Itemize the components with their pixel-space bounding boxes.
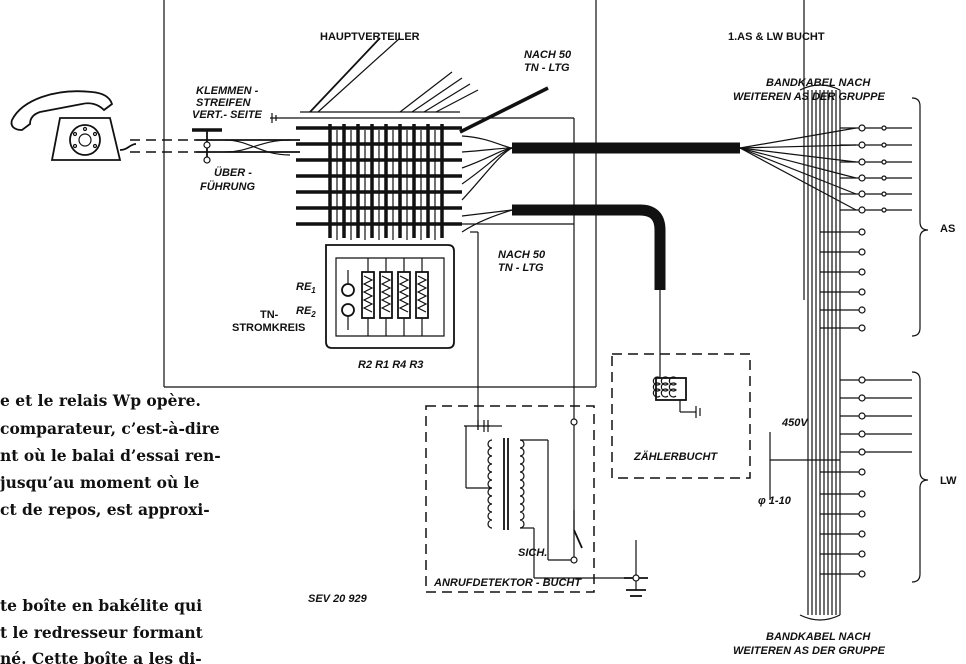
- label-tn-1: TN-: [260, 309, 279, 321]
- label-lw: LW: [940, 475, 957, 487]
- label-resistors: R2 R1 R4 R3: [358, 359, 423, 371]
- jumper-wires: [224, 139, 291, 156]
- label-hauptverteiler: HAUPTVERTEILER: [320, 31, 420, 43]
- body-line-2: comparateur, c’est-à-dire: [0, 419, 220, 438]
- label-sich: SICH.: [518, 547, 547, 559]
- body-line-3: nt où le balai d’essai ren-: [0, 446, 221, 465]
- label-tn-2: STROMKREIS: [232, 322, 305, 334]
- trunk-wires: [462, 117, 575, 560]
- label-klemmen-3: VERT.- SEITE: [192, 109, 263, 121]
- as-bank: [820, 97, 929, 337]
- body-line-1: e et le relais Wp opère.: [0, 391, 201, 410]
- label-re2: RE2: [296, 305, 316, 319]
- body-text: e et le relais Wp opère. comparateur, c’…: [0, 391, 221, 664]
- label-ueber-1: ÜBER -: [214, 166, 252, 179]
- label-450v: 450V: [781, 417, 809, 429]
- body-line-7: t le redresseur formant: [0, 623, 204, 642]
- label-as: AS: [940, 223, 955, 235]
- body-line-5: ct de repos, est approxi-: [0, 500, 210, 519]
- label-nach50-top-1: NACH 50: [524, 49, 572, 61]
- distribution-frame: [270, 37, 549, 240]
- meter-bay: [611, 290, 751, 479]
- body-line-6: te boîte en bakélite qui: [0, 596, 202, 615]
- label-bandkabel-top-1: BANDKABEL NACH: [766, 77, 871, 89]
- as-lw-bay: [799, 0, 841, 621]
- label-klemmen-2: STREIFEN: [196, 97, 251, 109]
- body-line-4: jusqu’au moment où le: [0, 473, 200, 492]
- main-distribution-frame-boundary: [163, 0, 597, 388]
- label-nach50-mid-2: TN - LTG: [498, 262, 544, 274]
- label-zaehlerbucht: ZÄHLERBUCHT: [633, 450, 718, 463]
- telephone-icon: [10, 90, 137, 161]
- body-line-8: né. Cette boîte a les di-: [0, 649, 202, 664]
- terminal-strip: [192, 128, 300, 164]
- label-nach50-mid-1: NACH 50: [498, 249, 546, 261]
- cable-to-meter-bay: [512, 204, 666, 290]
- as-fan-wires: [739, 127, 857, 211]
- label-re1: RE1: [296, 281, 316, 295]
- label-phi: φ 1-10: [758, 495, 792, 507]
- call-detector-bay: [425, 405, 636, 593]
- subscriber-line: [130, 139, 196, 153]
- label-bandkabel-top-2: WEITEREN AS DER GRUPPE: [733, 91, 885, 103]
- label-sev: SEV 20 929: [308, 593, 368, 605]
- label-ueber-2: FÜHRUNG: [200, 180, 255, 193]
- label-nach50-top-2: TN - LTG: [524, 62, 570, 74]
- ground-symbol: [624, 540, 648, 597]
- label-bandkabel-bottom-1: BANDKABEL NACH: [766, 631, 871, 643]
- label-as-lw-bucht: 1.AS & LW BUCHT: [728, 31, 825, 43]
- label-bandkabel-bottom-2: WEITEREN AS DER GRUPPE: [733, 645, 885, 657]
- tn-circuit: [325, 244, 455, 349]
- fan-wires: [461, 135, 513, 233]
- label-anrufdetektor: ANRUFDETEKTOR - BUCHT: [433, 577, 582, 589]
- label-klemmen-1: KLEMMEN -: [196, 85, 259, 97]
- lw-bank: [769, 371, 929, 583]
